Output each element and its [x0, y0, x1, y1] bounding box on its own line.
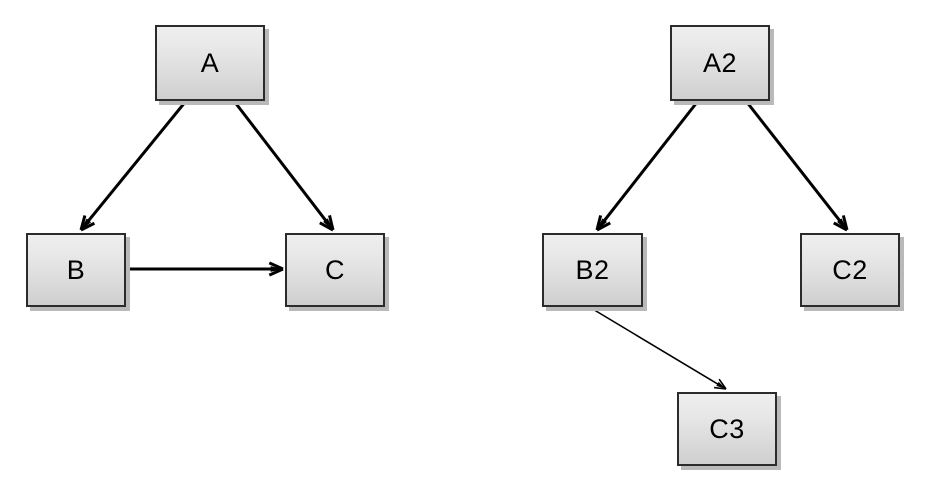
node-c3-label: C3: [709, 413, 745, 444]
edge-a-b: [79, 100, 188, 232]
node-c[interactable]: C: [285, 233, 385, 307]
edge-a2-b2: [595, 100, 700, 232]
node-c-label: C: [325, 254, 345, 285]
node-c2[interactable]: C2: [800, 233, 900, 307]
node-a2-label: A2: [702, 47, 738, 78]
node-b2[interactable]: B2: [542, 233, 643, 307]
node-c3[interactable]: C3: [677, 392, 777, 466]
node-b2-label: B2: [575, 254, 610, 285]
node-a2[interactable]: A2: [670, 25, 770, 101]
node-a[interactable]: A: [155, 25, 265, 101]
edge-b-c: [128, 261, 284, 277]
edge-b2-c3: [590, 307, 727, 390]
node-c2-label: C2: [832, 254, 868, 285]
node-b-label: B: [66, 254, 86, 285]
node-a-label: A: [200, 47, 220, 78]
node-b[interactable]: B: [26, 233, 126, 307]
edge-a-c: [232, 100, 335, 232]
edge-a2-c2: [744, 100, 849, 232]
